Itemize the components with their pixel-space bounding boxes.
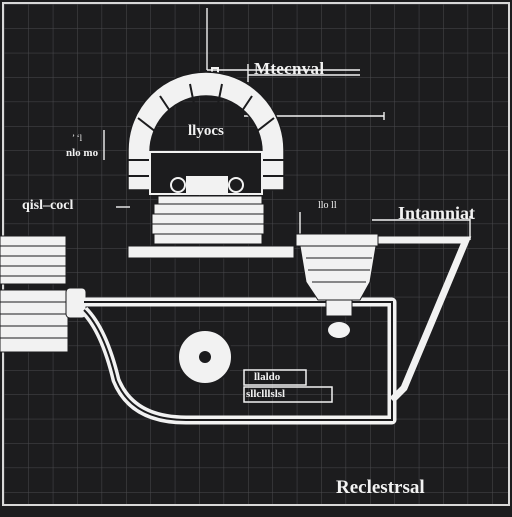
mid-label-boxes xyxy=(243,369,333,403)
label-mid-a: llaldo xyxy=(254,371,281,383)
dome-arch xyxy=(127,71,285,191)
hopper xyxy=(295,233,379,338)
left-stack xyxy=(0,235,87,353)
stacked-plates xyxy=(127,195,295,259)
label-small-b: nlo mo xyxy=(66,147,99,159)
label-bottom: Reclestrsal xyxy=(336,477,425,498)
label-top: Mtecnval xyxy=(254,59,325,78)
label-left: qisl–cocl xyxy=(22,198,74,213)
right-support xyxy=(372,236,472,403)
label-right: Intamniat xyxy=(398,203,476,223)
central-block xyxy=(149,151,263,195)
label-mid-b: sllclllslsl xyxy=(246,388,286,400)
wheel xyxy=(177,329,233,385)
main-pipe-inner xyxy=(83,301,393,421)
label-dome: llyocs xyxy=(188,123,224,139)
label-tiny: llo ll xyxy=(318,200,337,211)
label-small-a: ’ ‘l xyxy=(72,133,83,143)
